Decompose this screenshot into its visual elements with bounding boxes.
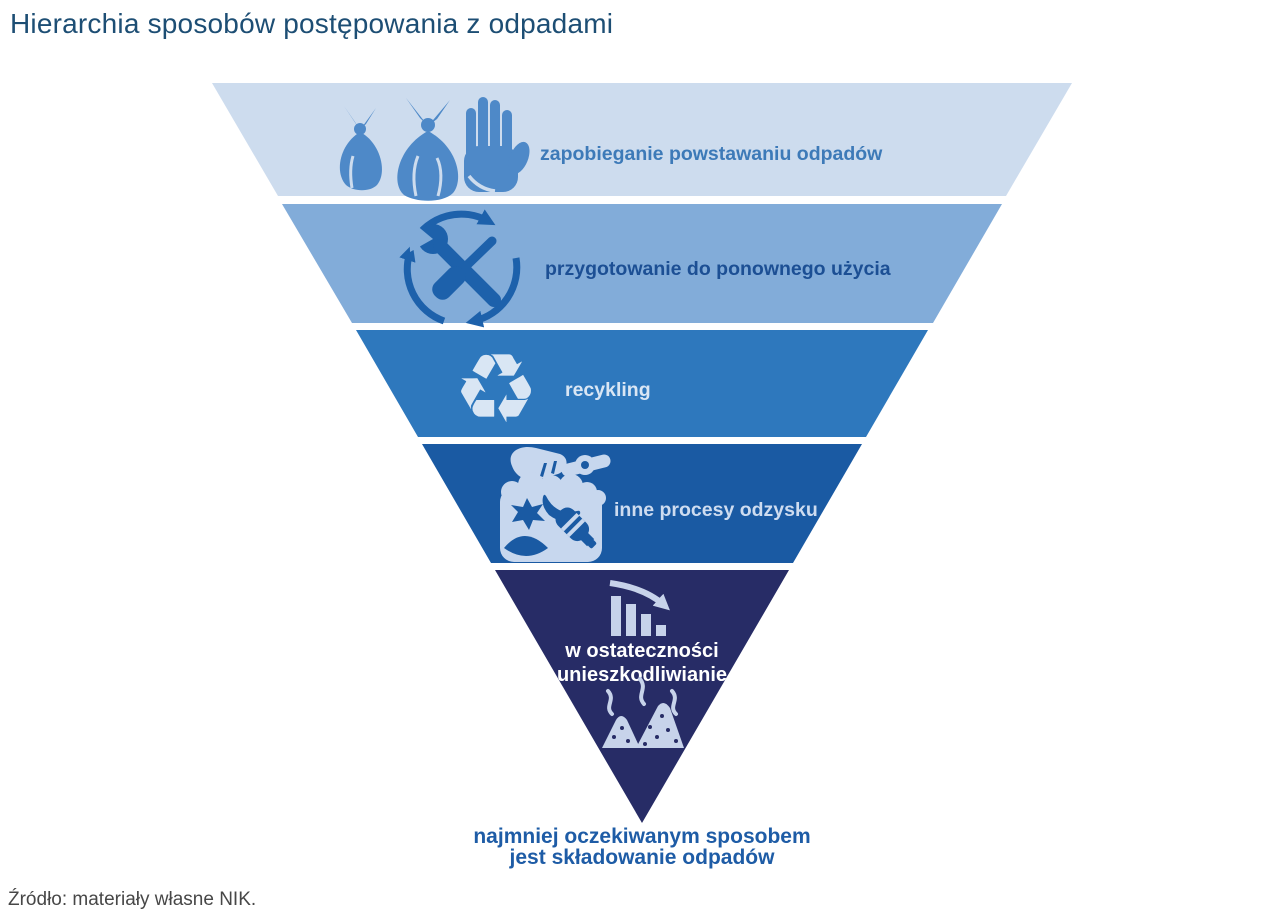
crumpled-paper-icon bbox=[511, 498, 545, 530]
level-1-label: zapobieganie powstawaniu odpadów bbox=[540, 143, 883, 165]
declining-bar-chart-icon bbox=[609, 580, 670, 636]
level-1-band bbox=[212, 83, 1072, 196]
screwdriver-icon bbox=[432, 236, 497, 300]
level-3-band bbox=[356, 330, 928, 437]
waste-bags-icon bbox=[339, 98, 459, 201]
level-5-label-line1: w ostateczności bbox=[564, 640, 718, 662]
level-3-label: recykling bbox=[565, 379, 651, 401]
plastic-bottle-icon bbox=[555, 507, 597, 549]
waste-pile-container bbox=[500, 472, 606, 562]
level-2-label: przygotowanie do ponownego użycia bbox=[545, 258, 891, 280]
smelling-waste-piles-icon bbox=[602, 677, 684, 748]
pyramid-caption-line1: najmniej oczekiwanym sposobem bbox=[473, 825, 810, 848]
melon-slice-icon bbox=[504, 536, 548, 556]
pyramid-caption-line2: jest składowanie odpadów bbox=[509, 846, 776, 869]
repair-tools-cycle-icon bbox=[399, 209, 521, 328]
level-4-label: inne procesy odzysku bbox=[614, 499, 818, 521]
level-5-label-line2: unieszkodliwianie bbox=[557, 664, 727, 686]
level-2-band bbox=[282, 204, 1002, 323]
page-title: Hierarchia sposobów postępowania z odpad… bbox=[10, 8, 613, 39]
source-note: Źródło: materiały własne NIK. bbox=[8, 889, 256, 910]
wrench-icon bbox=[409, 219, 501, 307]
recycling-symbol-icon: ♻ bbox=[453, 333, 539, 445]
hand-discarding-waste-icon bbox=[500, 446, 611, 562]
stop-hand-icon bbox=[464, 97, 530, 193]
